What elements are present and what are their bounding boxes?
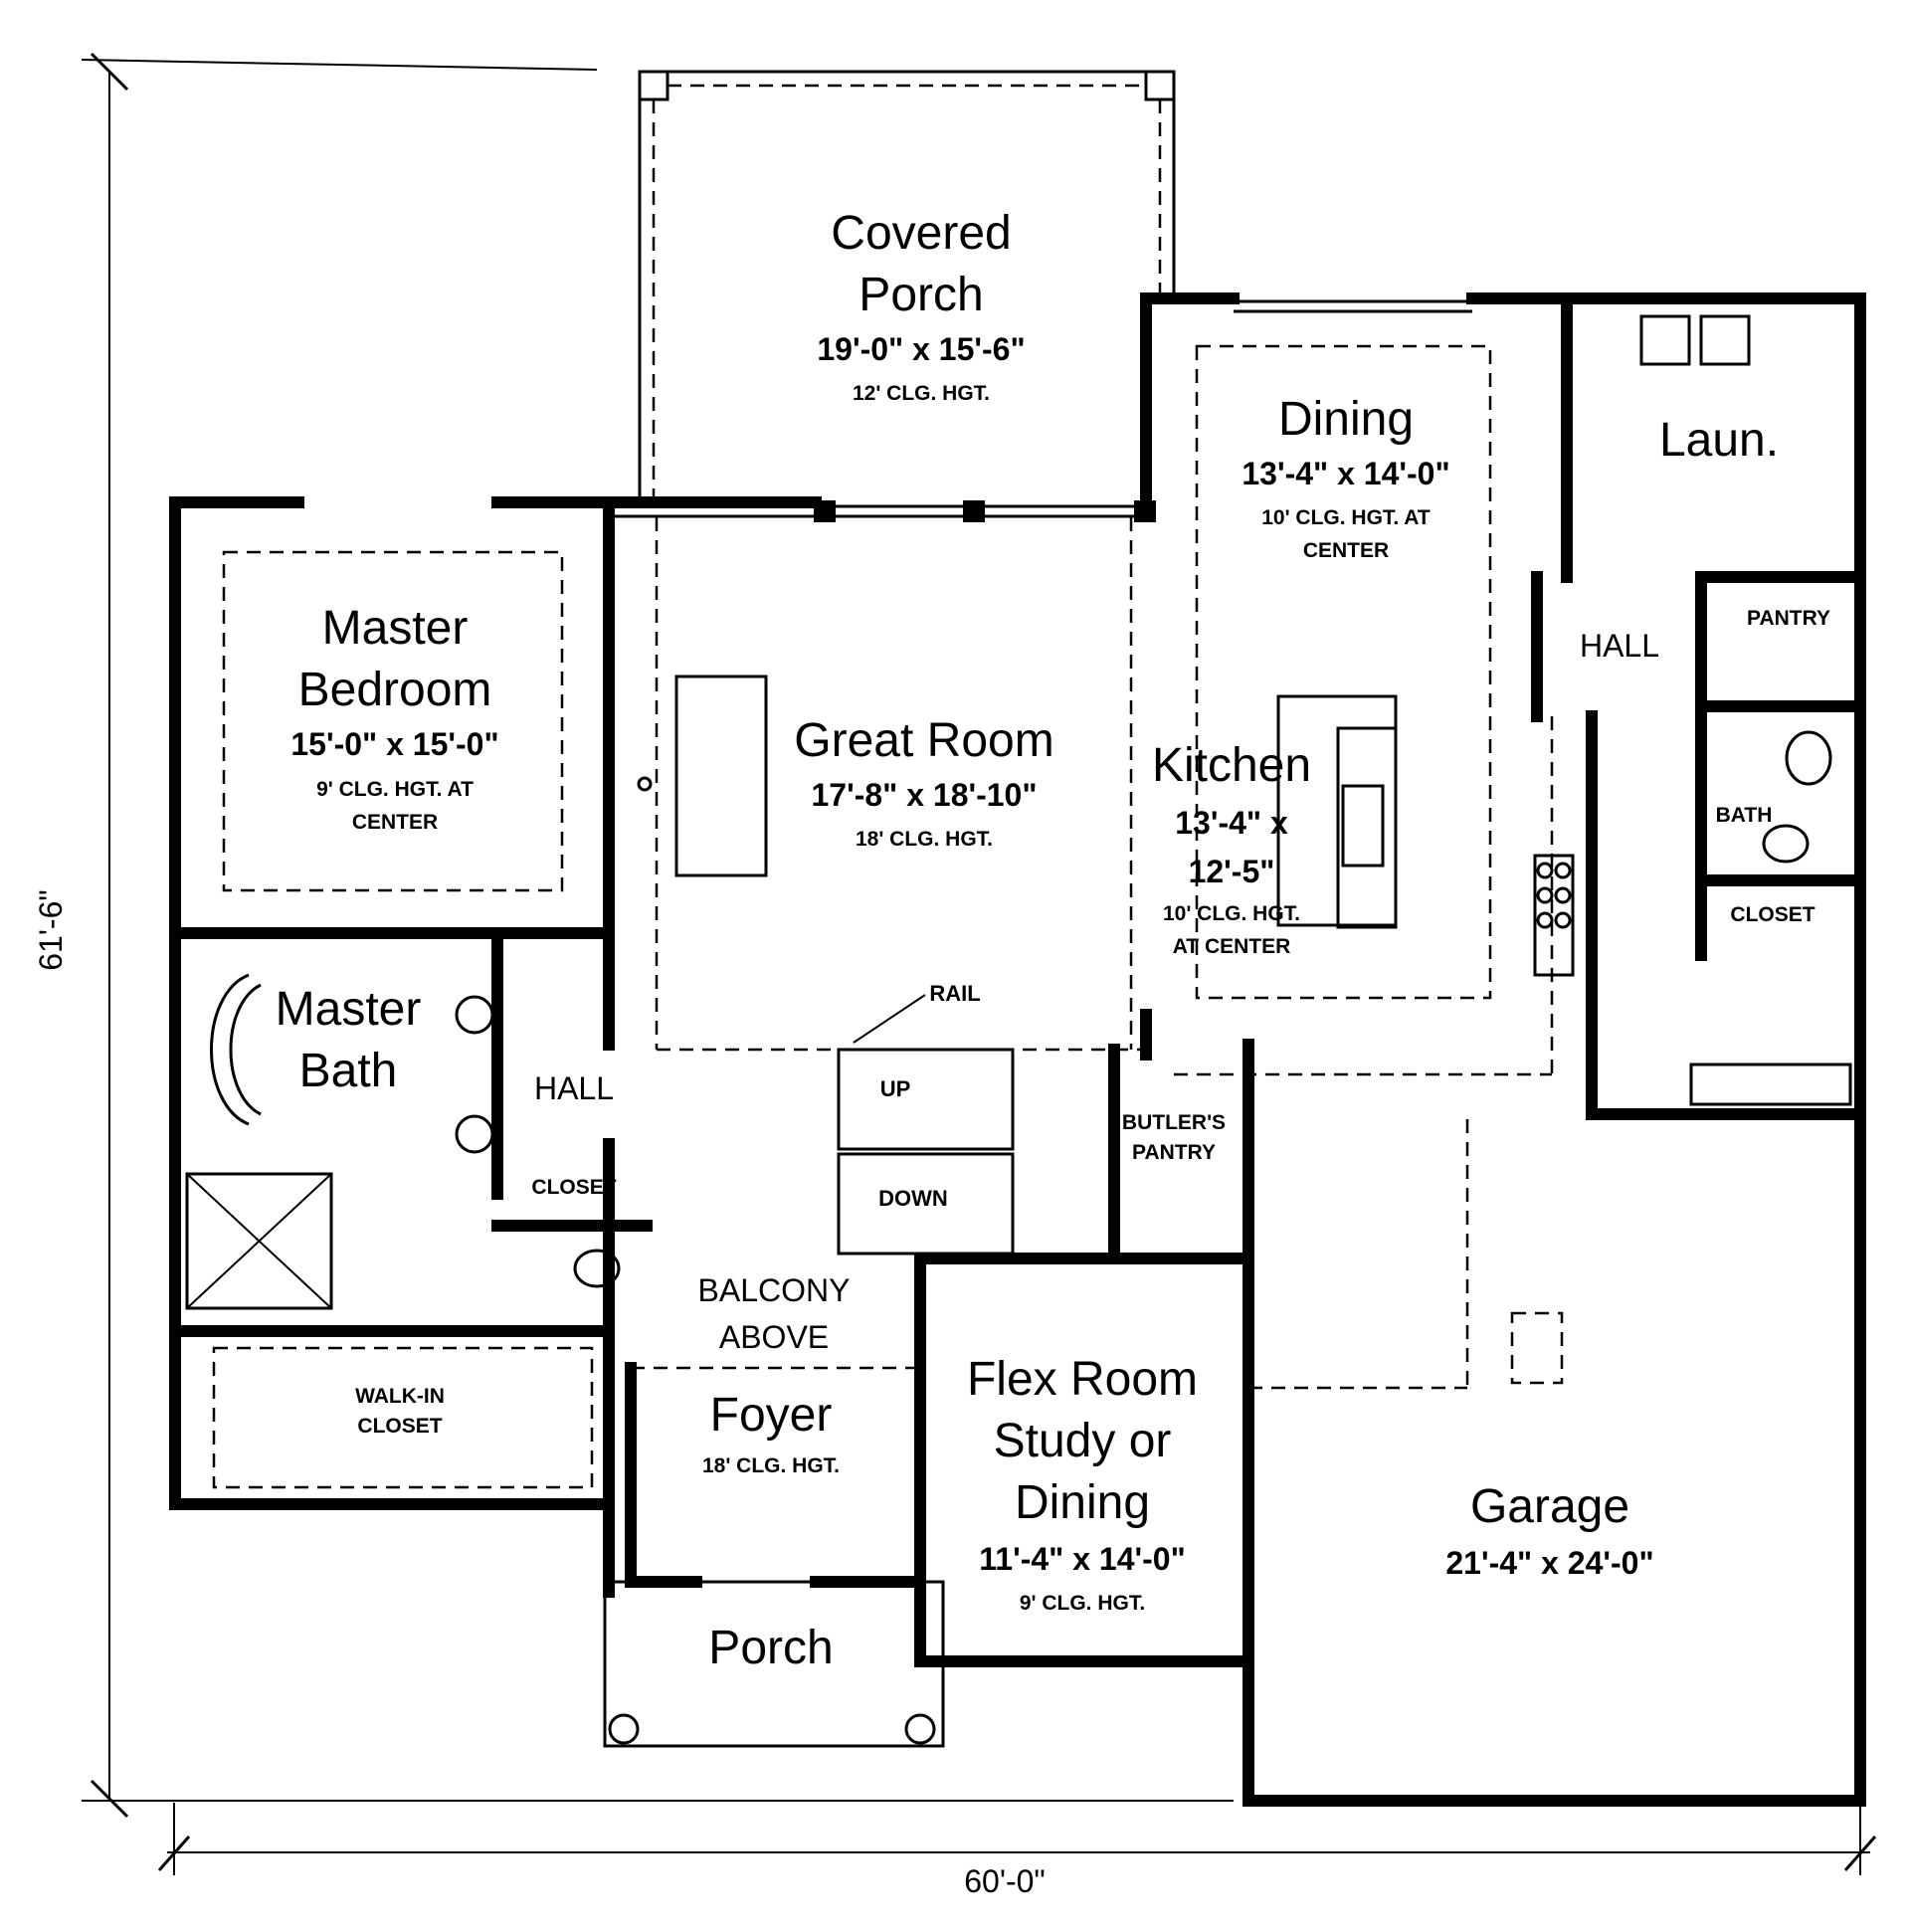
- covered-porch-size: 19'-0" x 15'-6": [817, 331, 1025, 367]
- dining-name: Dining: [1278, 393, 1414, 446]
- flex-room-name-3: Dining: [1015, 1476, 1150, 1529]
- master-bedroom-ceiling-1: 9' CLG. HGT. AT: [316, 778, 474, 801]
- closet-right-label: CLOSET: [1730, 903, 1814, 926]
- covered-porch-name-1: Covered: [831, 207, 1011, 260]
- covered-porch-ceiling: 12' CLG. HGT.: [853, 382, 990, 405]
- pantry-label: PANTRY: [1747, 607, 1830, 630]
- ceiling-lines: [212, 344, 1554, 1489]
- covered-porch-name-2: Porch: [859, 269, 983, 321]
- master-bath-name-1: Master: [276, 983, 422, 1036]
- small-labels: HALL PANTRY BATH CLOSET HALL CLOSET WALK…: [355, 607, 1830, 1438]
- great-room-ceiling: 18' CLG. HGT.: [856, 828, 993, 851]
- great-room-name: Great Room: [794, 714, 1053, 767]
- overall-width-label: 60'-0": [964, 1863, 1046, 1899]
- overall-depth-label: 61'-6": [33, 889, 69, 971]
- dining-ceiling-2: CENTER: [1303, 539, 1389, 562]
- stair-up-label: UP: [880, 1076, 911, 1101]
- bath-label: BATH: [1716, 804, 1773, 827]
- rail-leader: [853, 994, 926, 1044]
- closet-left-label: CLOSET: [531, 1176, 616, 1199]
- foyer-name: Foyer: [710, 1389, 833, 1442]
- flex-room-name-2: Study or: [994, 1415, 1172, 1467]
- master-bedroom-ceiling-2: CENTER: [352, 811, 438, 834]
- master-bedroom-name-1: Master: [322, 602, 469, 655]
- flex-room-name-1: Flex Room: [967, 1353, 1198, 1406]
- hall-left-label: HALL: [534, 1070, 614, 1106]
- laundry-name: Laun.: [1659, 414, 1779, 467]
- flex-room-size: 11'-4" x 14'-0": [979, 1541, 1185, 1577]
- kitchen-ceiling-2: AT CENTER: [1173, 935, 1291, 958]
- dimension-lines: [81, 52, 1877, 1875]
- walk-in-closet-label-2: CLOSET: [357, 1415, 442, 1438]
- porch-name: Porch: [708, 1622, 833, 1674]
- stair-down-label: DOWN: [878, 1186, 948, 1211]
- kitchen-size-2: 12'-5": [1189, 854, 1275, 889]
- butlers-pantry-label-1: BUTLER'S: [1122, 1111, 1226, 1134]
- dining-ceiling-1: 10' CLG. HGT. AT: [1261, 506, 1431, 529]
- great-room-size: 17'-8" x 18'-10": [811, 777, 1037, 813]
- covered-porch: [638, 70, 1176, 502]
- walls: [169, 292, 1866, 1807]
- butlers-pantry-label-2: PANTRY: [1132, 1141, 1216, 1164]
- garage-name: Garage: [1470, 1480, 1629, 1533]
- kitchen-ceiling-1: 10' CLG. HGT.: [1163, 902, 1300, 925]
- walk-in-closet-label-1: WALK-IN: [355, 1385, 445, 1408]
- master-bedroom-name-2: Bedroom: [298, 664, 492, 716]
- fixtures: [185, 314, 1852, 1748]
- garage-size: 21'-4" x 24'-0": [1445, 1545, 1653, 1581]
- balcony-above-label-1: BALCONY: [698, 1272, 851, 1308]
- dining-size: 13'-4" x 14'-0": [1242, 456, 1449, 491]
- hall-right-label: HALL: [1580, 628, 1659, 664]
- room-labels: Covered Porch 19'-0" x 15'-6" 12' CLG. H…: [276, 207, 1779, 1674]
- master-bath-name-2: Bath: [299, 1045, 398, 1097]
- flex-room-ceiling: 9' CLG. HGT.: [1020, 1592, 1145, 1615]
- overall-dimensions: 61'-6" 60'-0": [33, 889, 1046, 1899]
- kitchen-name: Kitchen: [1152, 739, 1311, 792]
- master-bedroom-size: 15'-0" x 15'-0": [290, 726, 498, 762]
- rail-label: RAIL: [929, 981, 980, 1006]
- balcony-above-label-2: ABOVE: [719, 1319, 829, 1355]
- kitchen-size-1: 13'-4" x: [1175, 805, 1288, 841]
- foyer-ceiling: 18' CLG. HGT.: [702, 1454, 840, 1477]
